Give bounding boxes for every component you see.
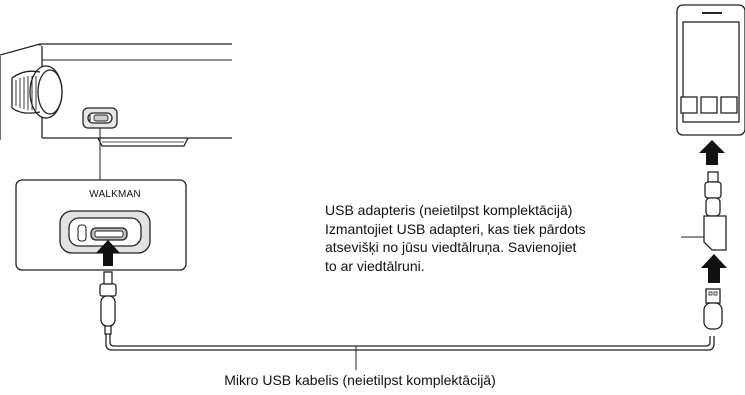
cable-label: Mikro USB kabelis (neietilpst komplektāc…: [224, 372, 496, 388]
usb-adapter-description-line: Izmantojiet USB adapteri, kas tiek pārdo…: [325, 220, 586, 237]
micro-usb-port-icon: [82, 107, 118, 129]
arrow-up-icon: [699, 140, 725, 165]
arrow-up-icon: [701, 254, 727, 283]
usb-adapter-description-line: atsevišķi no jūsu viedtālruņa. Savienoji…: [325, 239, 577, 255]
usb-a-plug: [703, 288, 723, 330]
micro-usb-plug: [704, 171, 722, 217]
usb-adapter-callout: USB adapteris (neietilpst komplektācijā)…: [325, 201, 670, 275]
cable: [105, 334, 715, 370]
walkman-device: [0, 43, 232, 180]
usb-adapter: [681, 215, 727, 251]
arrow-up-icon: [96, 240, 120, 266]
usb-adapter-title: USB adapteris (neietilpst komplektācijā): [325, 202, 573, 218]
usb-adapter-description-line: to ar viedtālruni.: [325, 257, 425, 274]
smartphone: [676, 4, 745, 136]
micro-usb-plug: [99, 271, 117, 335]
dial-knob-icon: [11, 65, 63, 119]
walkman-label: WALKMAN: [89, 189, 141, 200]
